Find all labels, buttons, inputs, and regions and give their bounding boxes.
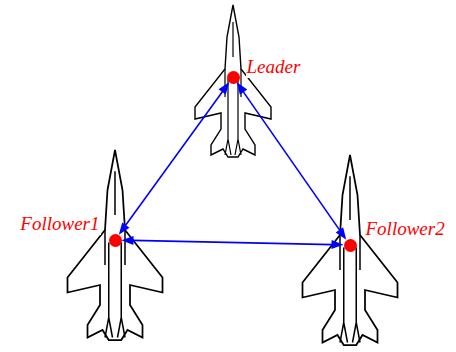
aircraft-label: Leader xyxy=(246,56,302,78)
aircraft-label: Follower1 xyxy=(19,213,100,235)
link-line xyxy=(132,240,332,244)
communication-link xyxy=(121,236,343,249)
communication-link xyxy=(237,82,347,239)
leader-aircraft xyxy=(195,5,271,157)
arrowhead xyxy=(219,82,230,94)
position-dot: Follower2 xyxy=(344,239,357,252)
follower-aircraft xyxy=(68,150,163,340)
position-dot: Leader xyxy=(227,71,240,84)
link-line xyxy=(243,91,340,230)
position-dot: Follower1 xyxy=(109,234,122,247)
link-line xyxy=(125,91,222,226)
arrowhead xyxy=(331,240,343,249)
follower-aircraft xyxy=(303,155,398,345)
arrowhead xyxy=(237,82,248,94)
arrowhead xyxy=(121,236,133,245)
aircraft-label: Follower2 xyxy=(365,218,446,240)
arrowhead xyxy=(336,227,347,239)
arrowhead xyxy=(119,222,130,234)
communication-link xyxy=(119,82,229,234)
